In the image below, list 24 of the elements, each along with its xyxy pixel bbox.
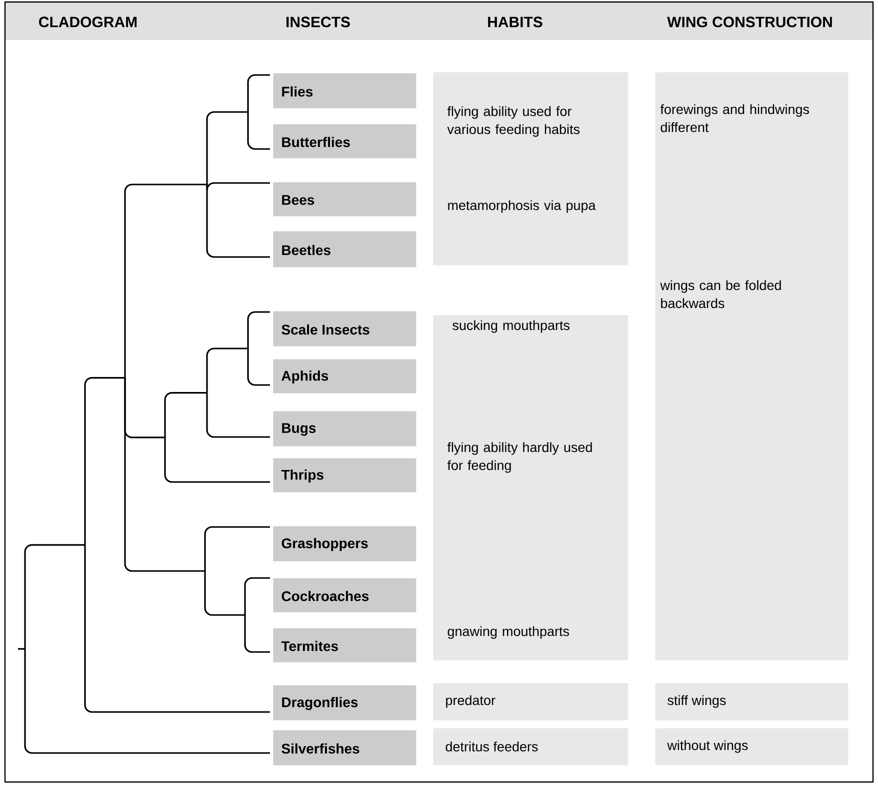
insect-box: Bugs (273, 411, 416, 446)
habit-box: predator (433, 683, 628, 720)
insect-box: Beetles (273, 231, 416, 268)
insect-box: Grashoppers (273, 526, 416, 562)
wing-box: stiff wings (655, 683, 848, 720)
column-heading: WING CONSTRUCTION (667, 16, 832, 28)
insect-box: Scale Insects (273, 311, 416, 346)
wing-box: forewings and hindwings different wings can be folded backwards (655, 72, 848, 660)
insect-box: Dragonflies (273, 685, 416, 720)
insect-box: Cockroaches (273, 578, 416, 612)
insect-box: Thrips (273, 458, 416, 492)
column-heading: HABITS (488, 16, 542, 28)
habit-box: sucking mouthparts flying ability hardly used for feeding gnawing mouthparts (433, 315, 628, 660)
column-heading: INSECTS (286, 16, 350, 28)
wing-box: without wings (655, 728, 848, 766)
column-heading: CLADOGRAM (39, 16, 137, 28)
habit-box: flying ability used for various feeding habits metamorphosis via pupa (433, 72, 628, 266)
insect-box: Flies (273, 73, 416, 108)
insect-box: Aphids (273, 359, 416, 394)
insect-box: Silverfishes (273, 730, 416, 766)
habit-box: detritus feeders (433, 728, 628, 766)
insect-box: Termites (273, 628, 416, 662)
insect-box: Bees (273, 182, 416, 216)
insect-box: Butterflies (273, 124, 416, 158)
